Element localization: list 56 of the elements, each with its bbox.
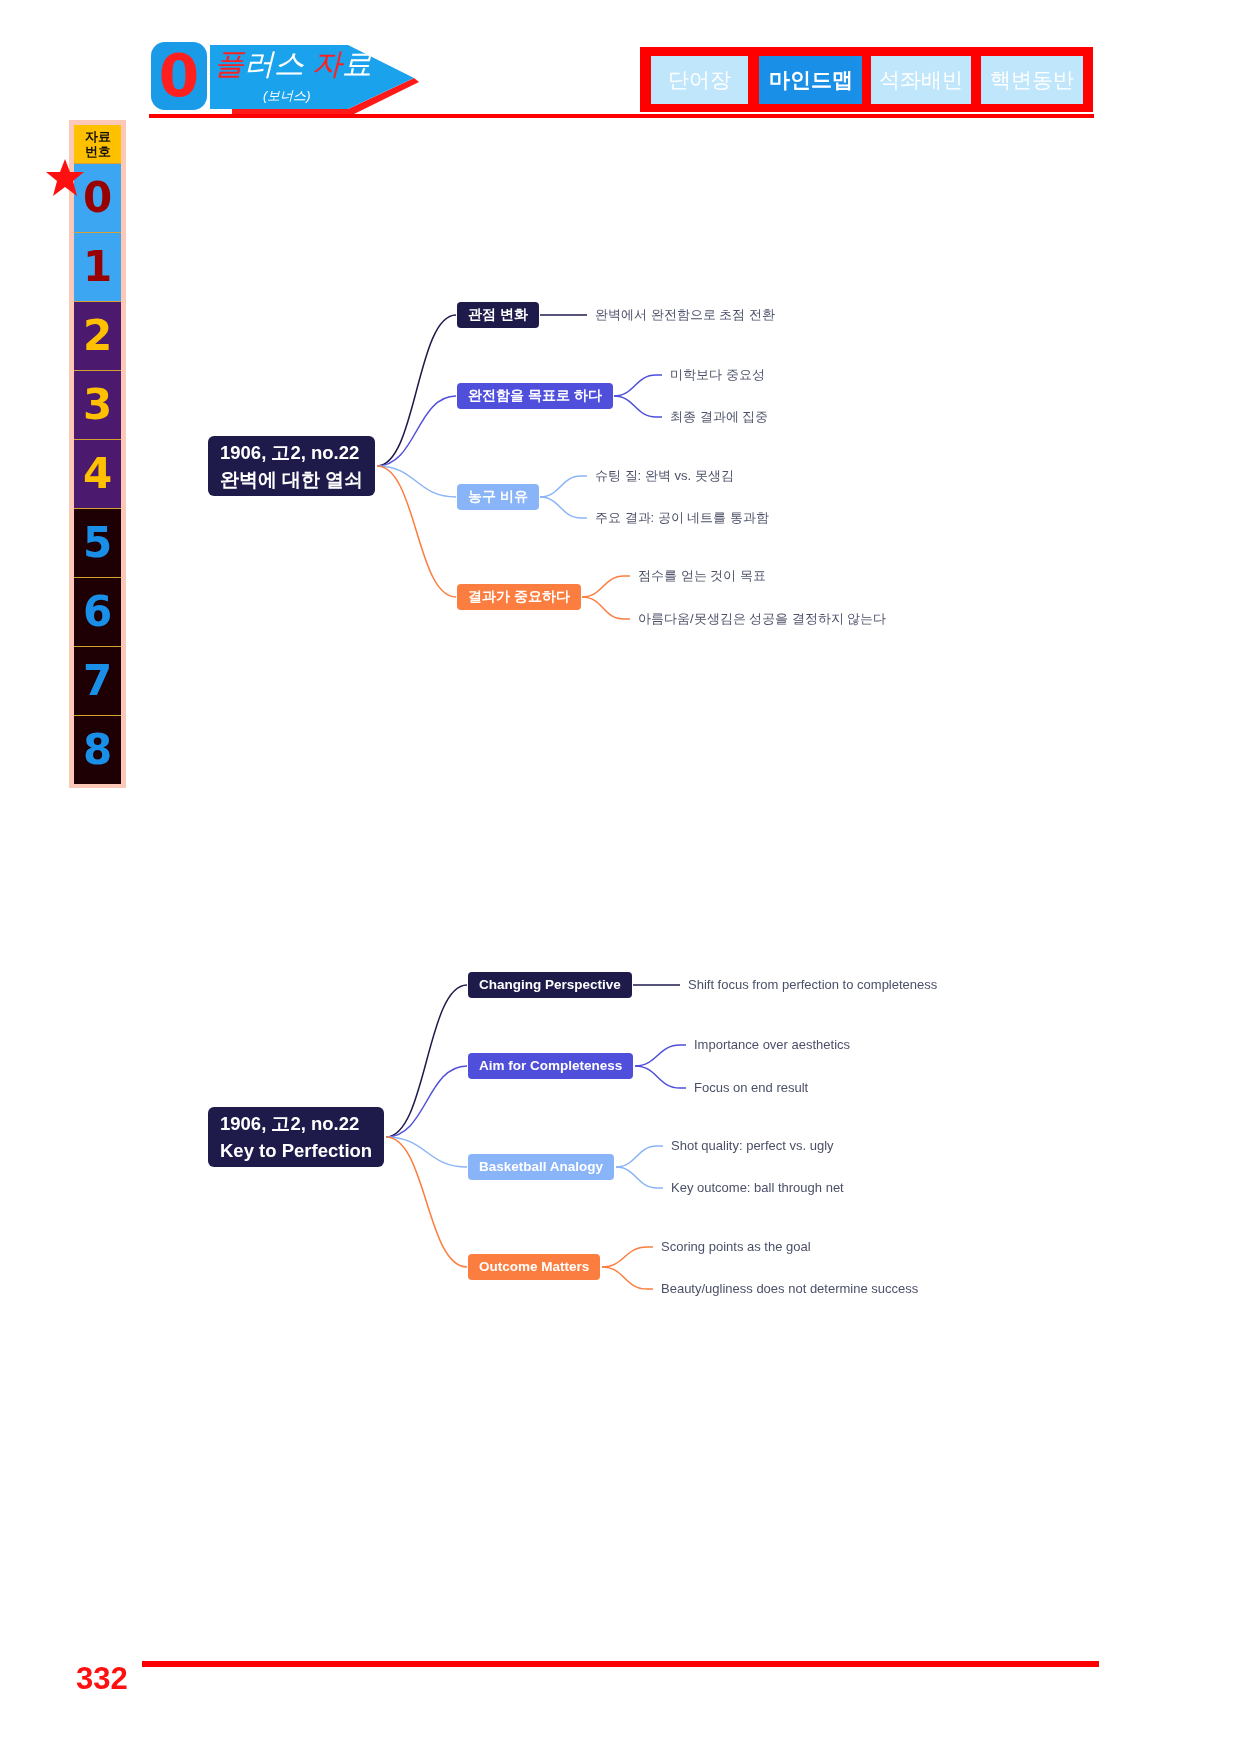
- branch-topic: Outcome Matters: [468, 1254, 601, 1280]
- connector-line: [539, 314, 588, 316]
- leaf-topic: 주요 결과: 공이 네트를 통과함: [588, 510, 770, 526]
- central-topic: [208, 1107, 385, 1167]
- topic-text: 1906, 고2, no.22: [220, 1112, 361, 1136]
- leaf-topic: 완벽에서 완전함으로 초점 전환: [588, 307, 775, 323]
- leaf-topic: 아름다움/못생김은 성공을 결정하지 않는다: [631, 611, 887, 627]
- leaf-topic: Shot quality: perfect vs. ugly: [664, 1138, 834, 1154]
- connector-line: [581, 596, 631, 620]
- number-tab: 2: [74, 301, 121, 370]
- number-tab: 4: [74, 439, 121, 508]
- number-tab: 0: [74, 163, 121, 232]
- sidebar-heading: 자료 번호: [74, 125, 121, 163]
- leaf-topic: Key outcome: ball through net: [664, 1180, 844, 1196]
- tab: 마인드맵: [759, 56, 862, 104]
- number-tab: 8: [74, 715, 121, 784]
- branch-topic: Basketball Analogy: [468, 1154, 615, 1180]
- topic-text: Key to Perfection: [220, 1139, 373, 1163]
- number-tab: 6: [74, 577, 121, 646]
- topic-text: 1906, 고2, no.22: [220, 441, 361, 465]
- tab: 석좌배빈: [871, 56, 971, 104]
- number-tab: 1: [74, 232, 121, 301]
- connector-line: [615, 1166, 664, 1189]
- branch-topic: 결과가 중요하다: [457, 584, 581, 610]
- leaf-topic: 최종 결과에 집중: [663, 409, 769, 425]
- leaf-topic: 슈팅 질: 완벽 vs. 못생김: [588, 468, 734, 484]
- leaf-topic: Beauty/ugliness does not determine success: [654, 1281, 919, 1297]
- leaf-topic: Shift focus from perfection to completeness: [681, 977, 938, 993]
- leaf-topic: 미학보다 중요성: [663, 367, 765, 383]
- connector-line: [376, 465, 457, 598]
- connector-line: [385, 1136, 468, 1268]
- connector-line: [632, 984, 681, 986]
- connector-line: [634, 1065, 687, 1089]
- number-tab: 7: [74, 646, 121, 715]
- number-tab: 3: [74, 370, 121, 439]
- branch-topic: Changing Perspective: [468, 972, 632, 998]
- tab: 단어장: [651, 56, 748, 104]
- branch-topic: 농구 비유: [457, 484, 539, 510]
- central-topic: [208, 436, 376, 496]
- banner-subtitle: (보너스): [263, 88, 311, 103]
- branch-topic: 완전함을 목표로 하다: [457, 383, 613, 409]
- connector-line: [539, 496, 588, 519]
- tab: 핵변동반: [981, 56, 1083, 104]
- connector-line: [601, 1266, 654, 1290]
- leaf-topic: Scoring points as the goal: [654, 1239, 811, 1255]
- number-tab: 5: [74, 508, 121, 577]
- leaf-topic: 점수를 얻는 것이 목표: [631, 568, 766, 584]
- page-number: 332: [76, 1662, 128, 1696]
- number-badge: 0: [151, 42, 207, 110]
- branch-topic: Aim for Completeness: [468, 1053, 634, 1079]
- banner-title: 플러스 자료: [214, 46, 373, 82]
- leaf-topic: Focus on end result: [687, 1080, 809, 1096]
- connector-line: [613, 395, 663, 418]
- topic-text: 완벽에 대한 열쇠: [220, 468, 364, 492]
- leaf-topic: Importance over aesthetics: [687, 1037, 851, 1053]
- branch-topic: 관점 변화: [457, 302, 539, 328]
